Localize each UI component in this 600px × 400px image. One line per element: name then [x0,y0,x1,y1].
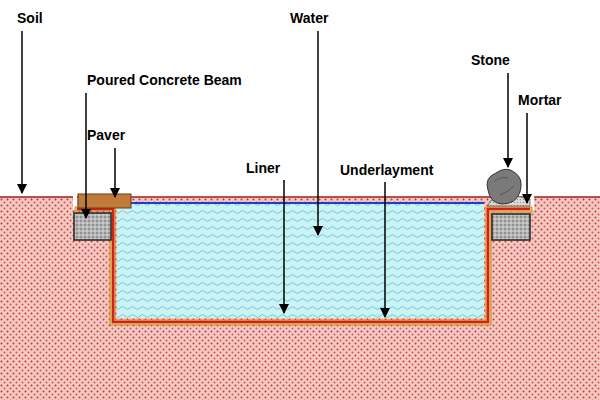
part-label: Stone [471,52,510,68]
part-label: Water [290,10,328,26]
soil [0,197,600,400]
part-label: Liner [246,160,280,176]
part-label: Soil [17,10,43,26]
part-label: Paver [87,127,125,143]
part-label: Mortar [518,92,562,108]
water [117,203,484,318]
stone [487,169,521,204]
concrete-beam [74,213,111,240]
part-label: Underlayment [340,162,433,178]
leader-lines [22,31,527,317]
part-label: Poured Concrete Beam [87,72,242,88]
concrete-beam [492,214,530,240]
